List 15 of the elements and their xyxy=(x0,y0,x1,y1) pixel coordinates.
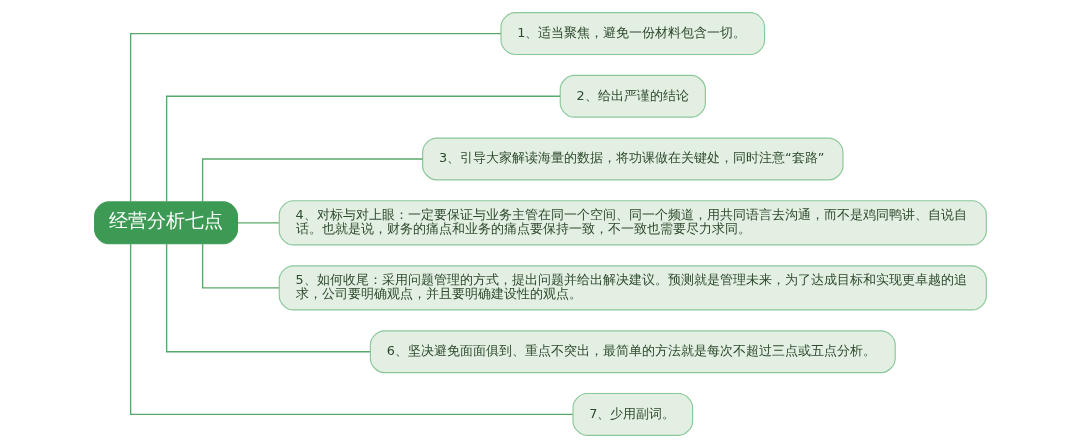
node-box: 2、给出严谨的结论 xyxy=(559,74,706,118)
connector xyxy=(129,243,573,416)
connector xyxy=(201,243,280,289)
connector xyxy=(201,158,423,203)
node-box: 1、适当聚焦，避免一份材料包含一切。 xyxy=(499,12,765,56)
node-box: 3、引导大家解读海量的数据，将功课做在关键处，同时注意“套路” xyxy=(421,137,844,181)
node-box: 经营分析七点 xyxy=(93,201,238,245)
connector xyxy=(165,95,561,203)
connector xyxy=(129,32,502,203)
node-box: 6、坚决避免面面俱到、重点不突出，最简单的方法就是每次不超过三点或五点分析。 xyxy=(369,330,896,374)
node-box: 7、少用副词。 xyxy=(571,392,693,436)
node-box: 5、如何收尾：采用问题管理的方式，提出问题并给出解决建议。预测就是管理未来，为了达成目标和实现更卓越的追求，公司要明确观点，并且要明确建设性的观点。 xyxy=(278,265,987,311)
node-box: 4、对标与对上眼：一定要保证与业务主管在同一个空间、同一个频道，用共同语言去沟通，而不是鸡同鸭讲、自说自话。也就是说，财务的痛点和业务的痛点要保持一致，不一致也需要尽力求同。 xyxy=(278,200,987,246)
connector xyxy=(236,222,280,224)
connector xyxy=(165,243,371,353)
